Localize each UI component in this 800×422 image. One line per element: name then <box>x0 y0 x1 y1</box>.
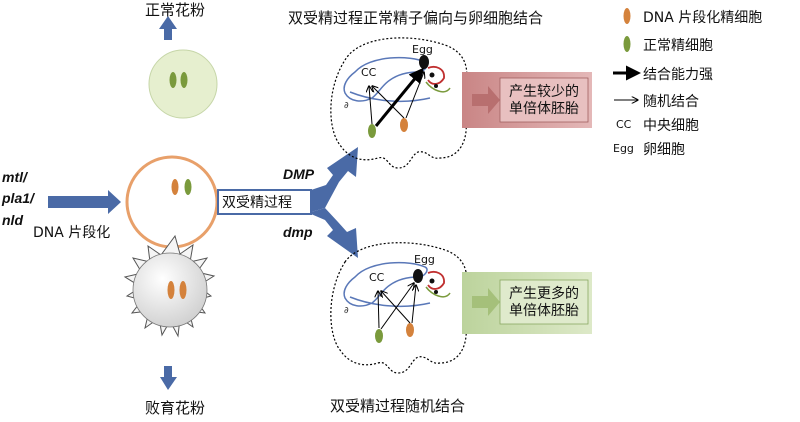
result-less-line1: 产生较少的 <box>509 84 579 100</box>
bottom-embryo-sac-title: 双受精过程随机结合 <box>330 397 466 415</box>
egg-label-bottom: Egg <box>414 253 435 266</box>
top-embryo-sac-title: 双受精过程正常精子偏向与卵细胞结合 <box>288 9 544 27</box>
result-more-line2: 单倍体胚胎 <box>509 303 579 319</box>
connect-arrow <box>381 291 411 324</box>
result-arrow-more <box>472 288 500 316</box>
pollen-sperm <box>179 281 187 299</box>
process-box-label: 双受精过程 <box>222 195 292 211</box>
normal-pollen-title: 正常花粉 <box>145 1 206 19</box>
legend-green-sperm-icon <box>623 36 631 52</box>
embryo-sac-bottom: ∂ <box>330 242 468 374</box>
connect-arrow <box>369 86 372 125</box>
result-inner-less <box>499 77 589 123</box>
result-arrow-less <box>472 86 500 114</box>
legend-egg-abbr: Egg <box>613 142 634 155</box>
pollen-sperm <box>180 72 188 88</box>
svg-text:∂: ∂ <box>344 306 349 316</box>
process-box-frame <box>217 189 312 215</box>
legend-cc-abbr: CC <box>616 118 632 131</box>
connect-arrow <box>405 72 424 119</box>
result-less-line2: 单倍体胚胎 <box>509 101 579 117</box>
legend-normal-sperm: 正常精细胞 <box>643 38 713 54</box>
cc-label-top: CC <box>361 66 377 79</box>
cc-label-bottom: CC <box>369 271 385 284</box>
fork-arrow-up <box>311 147 358 212</box>
connect-arrow <box>380 283 414 330</box>
result-inner-more <box>499 279 589 325</box>
pollen-sperm <box>184 179 192 195</box>
aborted-pollen-title: 败育花粉 <box>145 399 206 417</box>
connect-arrow <box>372 86 405 119</box>
legend-egg-desc: 卵细胞 <box>643 142 685 158</box>
result-more-line1: 产生更多的 <box>509 286 579 302</box>
strong-binding-arrow <box>374 67 424 127</box>
pollen-sperm <box>171 179 179 195</box>
legend-random: 随机结合 <box>643 94 699 110</box>
pollen-sperm <box>169 72 177 88</box>
result-more-text: 产生更多的 单倍体胚胎 <box>500 282 588 324</box>
embryo-sac-top: ∂ <box>330 37 468 169</box>
fork-arrow-down <box>311 208 358 258</box>
legend-orange-sperm-icon <box>623 8 631 24</box>
dmp-lower-label: dmp <box>283 224 313 240</box>
top-up-arrow <box>159 16 177 40</box>
result-less-text: 产生较少的 单倍体胚胎 <box>500 80 588 122</box>
dmp-upper-label: DMP <box>283 166 315 182</box>
left-arrow <box>48 190 121 214</box>
gene-label-nld: nld <box>2 212 23 228</box>
dna-fragment-label: DNA 片段化 <box>33 225 111 241</box>
egg-label-top: Egg <box>412 43 433 56</box>
pollen-sperm <box>167 281 175 299</box>
gene-label-mtl: mtl/ <box>2 169 27 185</box>
legend-strong: 结合能力强 <box>643 67 713 83</box>
legend-cc-desc: 中央细胞 <box>643 118 699 134</box>
svg-text:∂: ∂ <box>344 101 349 111</box>
legend-dna-sperm: DNA 片段化精细胞 <box>643 10 763 26</box>
connect-arrow <box>411 285 416 324</box>
connect-arrow <box>378 291 379 329</box>
gene-label-pla1: pla1/ <box>2 190 34 206</box>
bottom-down-arrow <box>160 366 177 390</box>
center-pollen <box>125 155 219 249</box>
